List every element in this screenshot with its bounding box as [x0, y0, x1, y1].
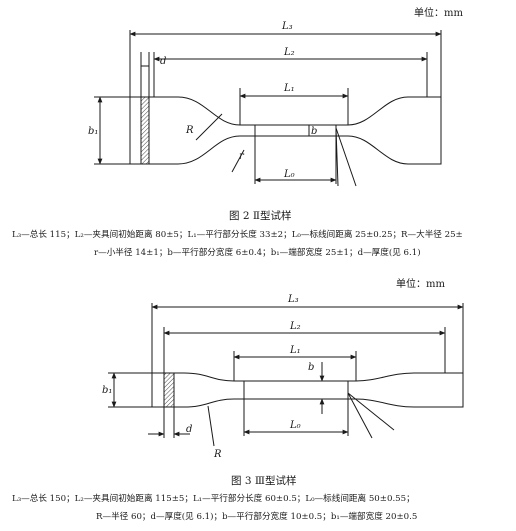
- fig2-label-r: r: [239, 151, 245, 162]
- fig2-legend-line2: r—小半径 14±1；b—平行部分宽度 6±0.4；b₁—端部宽度 25±1；d…: [94, 248, 421, 258]
- fig2-label-b1: b₁: [88, 126, 98, 137]
- fig2-label-b: b: [311, 126, 317, 137]
- fig3-label-L2: L₂: [289, 321, 301, 332]
- fig3-label-L3: L₃: [287, 294, 299, 305]
- fig2-legend-line1: L₃—总长 115；L₂—夹具间初始距离 80±5；L₁—平行部分长度 33±2…: [12, 230, 463, 240]
- fig2-caption: 图 2 Ⅱ型试样: [229, 210, 292, 222]
- fig3-leader-mark-left: [347, 392, 373, 439]
- fig2-label-L1: L₁: [283, 83, 295, 94]
- fig3-label-L0: L₀: [289, 420, 301, 431]
- fig3-leader-R: [207, 405, 215, 447]
- units-label-fig3: 单位：mm: [396, 279, 445, 290]
- fig2-thickness-hatch: [140, 96, 150, 165]
- figure3-drawing: [108, 303, 464, 447]
- fig2-label-R: R: [185, 125, 194, 136]
- fig3-specimen-outline: [151, 372, 464, 408]
- fig2-label-d: d: [160, 56, 166, 67]
- fig3-leader-mark-right: [347, 392, 395, 431]
- fig3-label-L1: L₁: [289, 345, 301, 356]
- fig3-thickness-hatch: [163, 372, 175, 408]
- figure2-dim-labels: L₃ L₂ L₁ L₀ d b₁ b R r: [88, 21, 317, 180]
- fig2-leader-R: [195, 113, 223, 141]
- fig3-legend-line2: R—半径 60；d—厚度(见 6.1)；b—平行部分宽度 10±0.5；b₁—端…: [96, 512, 418, 522]
- fig2-leader-mark-right: [335, 127, 339, 187]
- fig3-label-d: d: [186, 424, 192, 435]
- fig3-label-b: b: [308, 362, 314, 373]
- figure2-drawing: [94, 30, 442, 187]
- figure3-dim-labels: L₃ L₂ L₁ L₀ d b₁ b R: [102, 294, 314, 460]
- fig2-label-L0: L₀: [283, 169, 295, 180]
- fig2-label-L2: L₂: [283, 47, 295, 58]
- fig3-label-R: R: [213, 449, 222, 460]
- fig3-label-b1: b₁: [102, 385, 112, 396]
- fig2-leader-r: [231, 149, 245, 173]
- units-label-fig2: 单位：mm: [414, 8, 463, 19]
- fig3-legend-line1: L₃—总长 150；L₂—夹具间初始距离 115±5；L₁—平行部分长度 60±…: [12, 494, 415, 504]
- fig3-caption: 图 3 Ⅲ型试样: [231, 475, 297, 487]
- fig2-specimen-outline: [129, 96, 442, 165]
- fig2-label-L3: L₃: [281, 21, 293, 32]
- fig2-leader-mark-left: [335, 127, 357, 187]
